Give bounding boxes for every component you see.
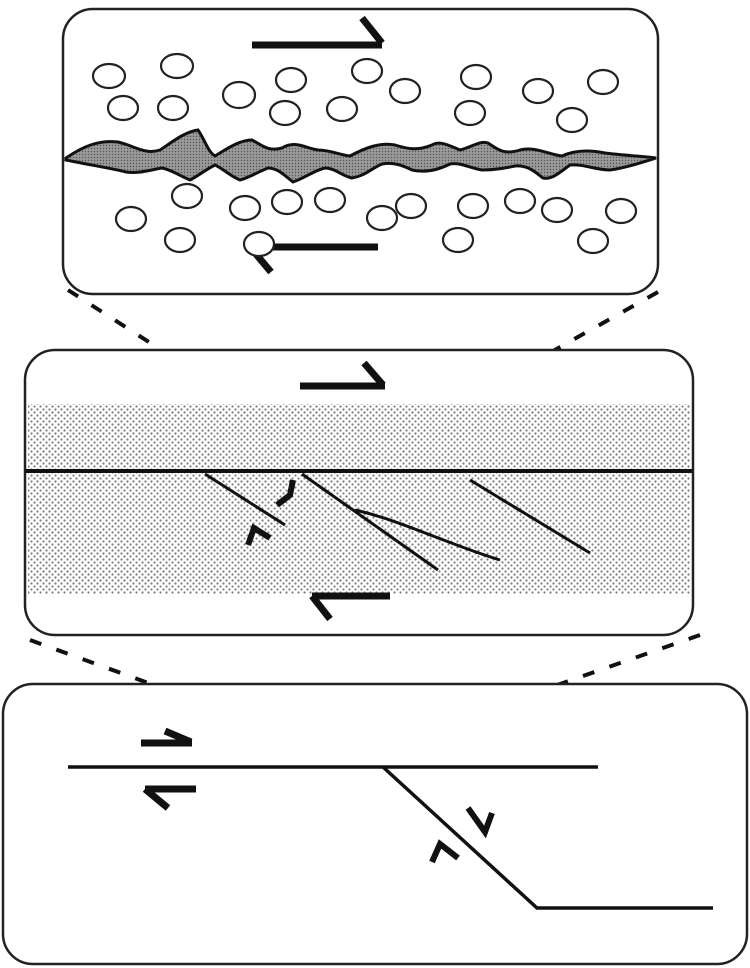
shear-arrow-ramp-lower xyxy=(429,839,460,864)
shear-band xyxy=(64,128,657,184)
shear-arrow-lower xyxy=(309,592,390,622)
shear-arrow-ramp-upper xyxy=(465,806,495,839)
shear-arrow-top-right xyxy=(252,15,385,49)
shear-arrow-flat-upper xyxy=(141,727,193,747)
shear-arrow-upper xyxy=(300,360,386,390)
panel-grain-scale xyxy=(61,7,660,296)
fault-ramp xyxy=(381,765,713,910)
riedel-shears xyxy=(204,472,591,572)
panel-regional-scale xyxy=(1,682,749,966)
grains-upper xyxy=(91,52,620,134)
grains-lower xyxy=(114,182,638,258)
stippled-layer xyxy=(28,404,690,594)
panel-outcrop-scale xyxy=(23,348,695,637)
shear-arrow-flat-lower xyxy=(142,785,196,811)
small-shear-arrows xyxy=(245,479,296,546)
